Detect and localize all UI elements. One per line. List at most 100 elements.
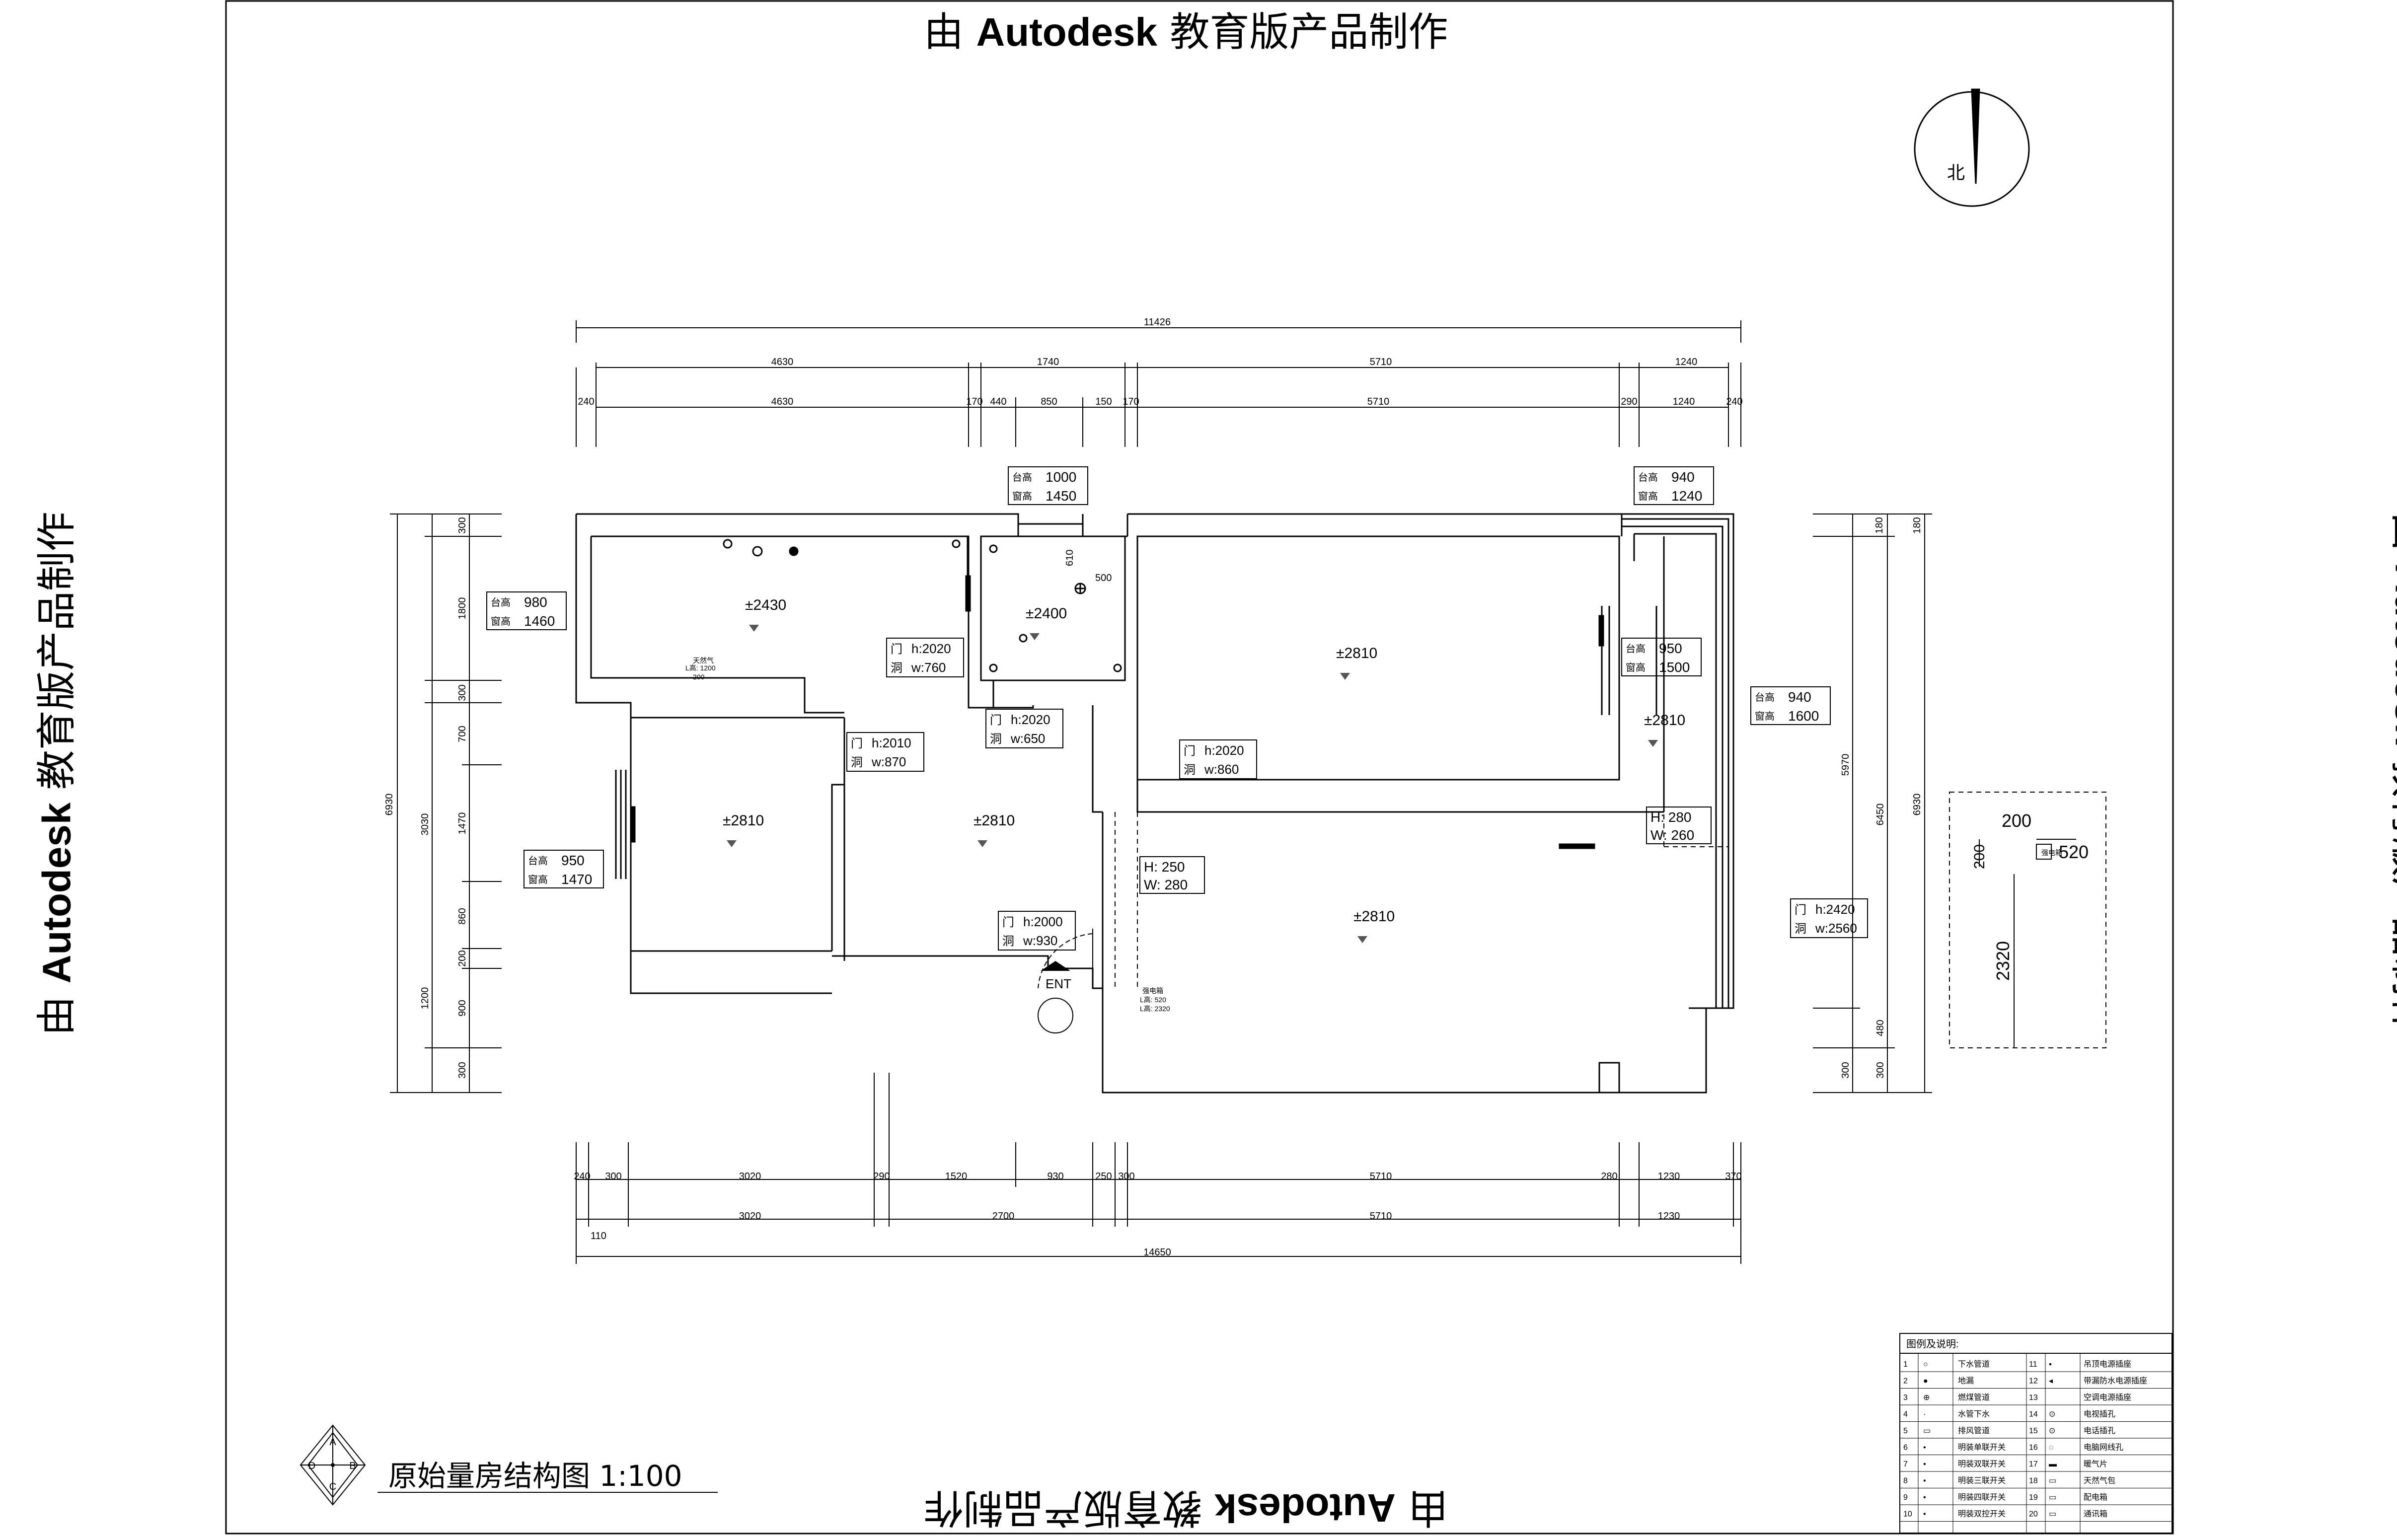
door-tag-value: w:760: [911, 660, 946, 675]
dim-left-total: 6930: [384, 794, 395, 816]
window-tag-key: 台高: [1012, 472, 1032, 483]
window-tag-key: 窗高: [1638, 491, 1658, 502]
legend-cell: ▪: [2049, 1360, 2052, 1369]
legend-cell: 19: [2029, 1493, 2038, 1502]
legend-cell: 明装三联开关: [1958, 1476, 2006, 1485]
legend-cell: ▭: [2049, 1510, 2056, 1519]
walls: [575, 513, 1734, 1094]
legend-cell: •: [1923, 1493, 1926, 1502]
gas-dim-note: 200: [693, 673, 705, 681]
dim-bottom-mid: 2700: [992, 1211, 1015, 1222]
legend-cell: ▭: [2049, 1493, 2056, 1502]
dim-left-inner: 200: [457, 950, 468, 966]
legend-cell: 配电箱: [2084, 1493, 2107, 1502]
door-tag-key: 洞: [851, 756, 863, 769]
legend-cell: ◌: [2049, 1444, 2054, 1452]
dim-left-inner: 1470: [457, 812, 468, 835]
legend-cell: 空调电源插座: [2084, 1393, 2131, 1402]
watermark-left: 由 Autodesk 教育版产品制作: [33, 512, 80, 1036]
legend-cell: 10: [1903, 1510, 1912, 1519]
legend-cell: 天然气包: [2084, 1476, 2115, 1485]
title-symbol-letter: D: [308, 1461, 315, 1471]
entrance-arrow-icon: [1041, 961, 1070, 971]
legend-cell: ⊙: [2049, 1410, 2055, 1419]
height-marker: ±2810: [1353, 908, 1395, 925]
dim-left-inner: 860: [457, 908, 468, 924]
title-symbol: [300, 1424, 718, 1506]
door-tag: [1790, 898, 1868, 938]
window-tag-value: 1240: [1671, 488, 1702, 504]
door-tag: [886, 638, 964, 677]
dim-top-total: 11426: [1144, 317, 1171, 328]
meter-note: L高: 2320: [1140, 1005, 1170, 1013]
legend-cell: ○: [1923, 1360, 1928, 1369]
dimension-lines-top: [576, 320, 1741, 447]
door-tag: [1179, 739, 1257, 779]
legend-cell: 9: [1903, 1493, 1908, 1502]
dim-bottom-inner: 3020: [739, 1171, 761, 1182]
beam-lines: [1115, 812, 1728, 988]
dim-top-inner: 240: [1726, 396, 1742, 407]
door-tag-key: 洞: [1795, 922, 1806, 936]
dim-top-inner: 240: [578, 396, 594, 407]
height-triangle-icon: [1357, 936, 1367, 943]
height-triangle-icon: [977, 840, 987, 847]
door-tag-key: 门: [851, 737, 863, 750]
dim-bottom-inner: 240: [574, 1171, 590, 1182]
dim-left-inner: 1800: [457, 597, 468, 620]
title-symbol-letter: B: [349, 1461, 356, 1471]
legend-cell: ⊕: [1923, 1393, 1930, 1402]
window-tag-key: 窗高: [1012, 491, 1032, 502]
dim-bottom-inner: 290: [873, 1171, 890, 1182]
dim-right: 480: [1875, 1020, 1886, 1036]
dim-right: 300: [1840, 1062, 1851, 1078]
window-tag-value: 950: [1659, 641, 1682, 656]
door-tag-value: w:2560: [1815, 921, 1857, 936]
dim-top-inner: 170: [1123, 396, 1139, 407]
dim-top-mid: 1740: [1037, 357, 1059, 367]
legend-cell: 通讯箱: [2084, 1510, 2107, 1519]
legend-cell: 明装四联开关: [1958, 1493, 2006, 1502]
door-tag-key: 门: [1002, 916, 1014, 929]
door-tag-value: h:2020: [1011, 712, 1050, 727]
legend-cell: 明装单联开关: [1958, 1443, 2006, 1452]
height-marker: ±2810: [974, 812, 1015, 829]
dim-top-inner: 850: [1041, 396, 1057, 407]
legend-cell: 排风管道: [1958, 1426, 1990, 1435]
dim-bottom-inner: 5710: [1370, 1171, 1392, 1182]
height-marker: ±2400: [1026, 605, 1067, 622]
legend-cell: 20: [2029, 1510, 2038, 1519]
meter-note: L高: 520: [1140, 996, 1166, 1004]
dim-bottom-inner: 300: [1118, 1171, 1134, 1182]
door-tag-value: w:930: [1023, 933, 1057, 948]
legend-cell: 14: [2029, 1410, 2038, 1419]
legend-cell: 5: [1903, 1427, 1908, 1435]
legend-cell: 带漏防水电源插座: [2084, 1377, 2147, 1386]
meter-box-detail: [1949, 792, 2106, 1048]
dim-top-inner: 290: [1621, 396, 1637, 407]
legend-cell: ⊙: [2049, 1427, 2055, 1435]
door-tag-key: 洞: [1002, 935, 1014, 948]
dim-top-mid: 1240: [1675, 357, 1698, 367]
window-tag-value: 980: [524, 594, 547, 610]
dim-bottom-inner: 1230: [1658, 1171, 1680, 1182]
dim-right: 5970: [1840, 754, 1851, 776]
door-tag-value: h:2020: [911, 641, 951, 656]
legend-cell: 12: [2029, 1377, 2038, 1386]
dim-bottom-inner: 280: [1601, 1171, 1617, 1182]
door-tag-key: 门: [891, 643, 902, 656]
beam-tag-width: W: 260: [1650, 827, 1694, 843]
legend-cell: 11: [2029, 1360, 2037, 1369]
legend-cell: 3: [1903, 1393, 1908, 1402]
legend-cell: ·: [1923, 1410, 1926, 1419]
window-tag-value: 1500: [1659, 660, 1690, 675]
dim-top-inner: 150: [1095, 396, 1112, 407]
legend-cell: 15: [2029, 1427, 2038, 1435]
meter-note: 强电箱: [1142, 987, 1163, 995]
detail-side: 520: [2059, 842, 2089, 862]
height-marker: ±2810: [723, 812, 764, 829]
window-tag-value: 940: [1671, 469, 1695, 485]
dim-top-inner: 1240: [1673, 396, 1695, 407]
dim-top-inner: 440: [990, 396, 1006, 407]
